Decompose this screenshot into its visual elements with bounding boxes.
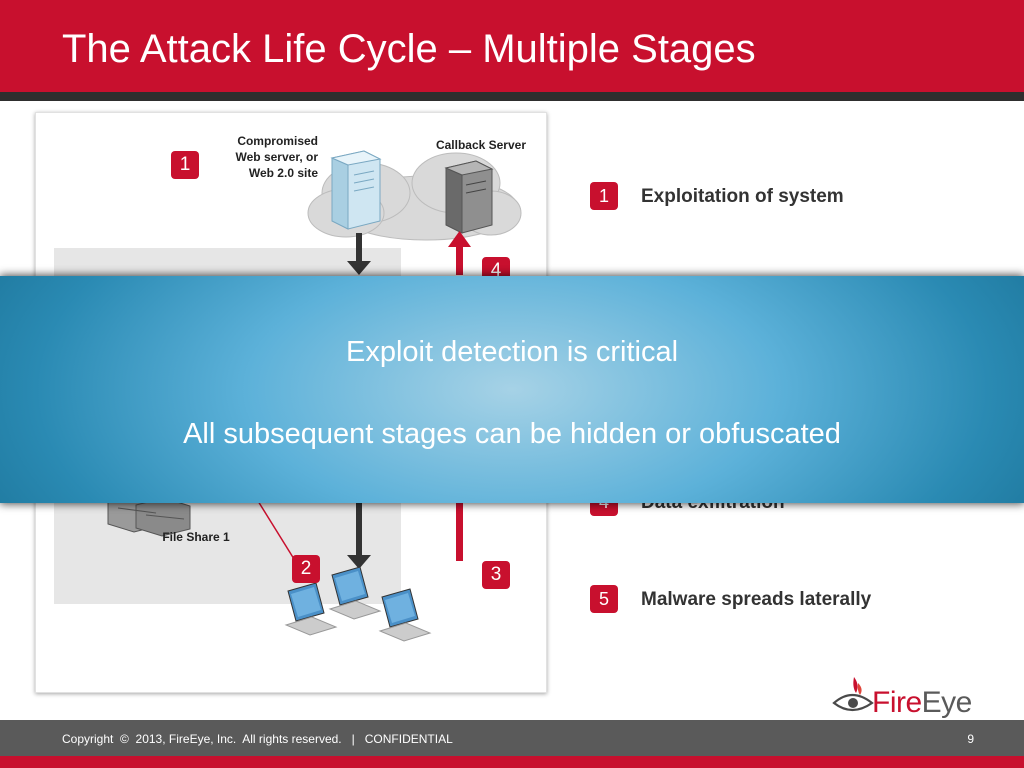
- step-text: Exploitation of system: [641, 186, 844, 207]
- footer-divider: [0, 756, 1024, 768]
- copyright-text: Copyright © 2013, FireEye, Inc. All righ…: [62, 732, 453, 746]
- step-number: 1: [590, 182, 618, 210]
- page-number: 9: [967, 732, 974, 746]
- step-text: Malware spreads laterally: [641, 589, 872, 610]
- title-divider: [0, 92, 1024, 101]
- callback-arrow: [448, 231, 471, 561]
- diagram-badge-2: 2: [292, 555, 320, 583]
- workstation-icon-left: [284, 582, 338, 636]
- fireeye-logo: FireEye: [832, 673, 982, 721]
- lateral-spread-line: [257, 500, 295, 560]
- workstation-icon-center: [328, 566, 382, 620]
- file-share-label: File Share 1: [162, 530, 230, 544]
- title-bar: The Attack Life Cycle – Multiple Stages: [0, 0, 1024, 92]
- web-server-icon: [330, 150, 382, 230]
- slide-title: The Attack Life Cycle – Multiple Stages: [62, 27, 756, 71]
- download-arrow: [347, 233, 371, 569]
- step-number: 5: [590, 585, 618, 613]
- eye-flame-icon: [832, 677, 874, 712]
- diagram-badge-3: 3: [482, 561, 510, 589]
- callout-line-1: Exploit detection is critical: [345, 336, 679, 368]
- logo-wordmark: FireEye: [872, 686, 972, 719]
- callback-server-label: Callback Server: [435, 138, 526, 152]
- compromised-server-label: Compromised Web server, or Web 2.0 site: [235, 134, 319, 180]
- workstation-icon-right: [378, 588, 432, 642]
- callout-overlay: Exploit detection is critical All subseq…: [0, 276, 1024, 503]
- callback-server-icon: [444, 160, 494, 234]
- diagram-badge-1: 1: [171, 151, 199, 179]
- callout-line-2: All subsequent stages can be hidden or o…: [183, 418, 841, 450]
- footer-bar: Copyright © 2013, FireEye, Inc. All righ…: [0, 720, 1024, 756]
